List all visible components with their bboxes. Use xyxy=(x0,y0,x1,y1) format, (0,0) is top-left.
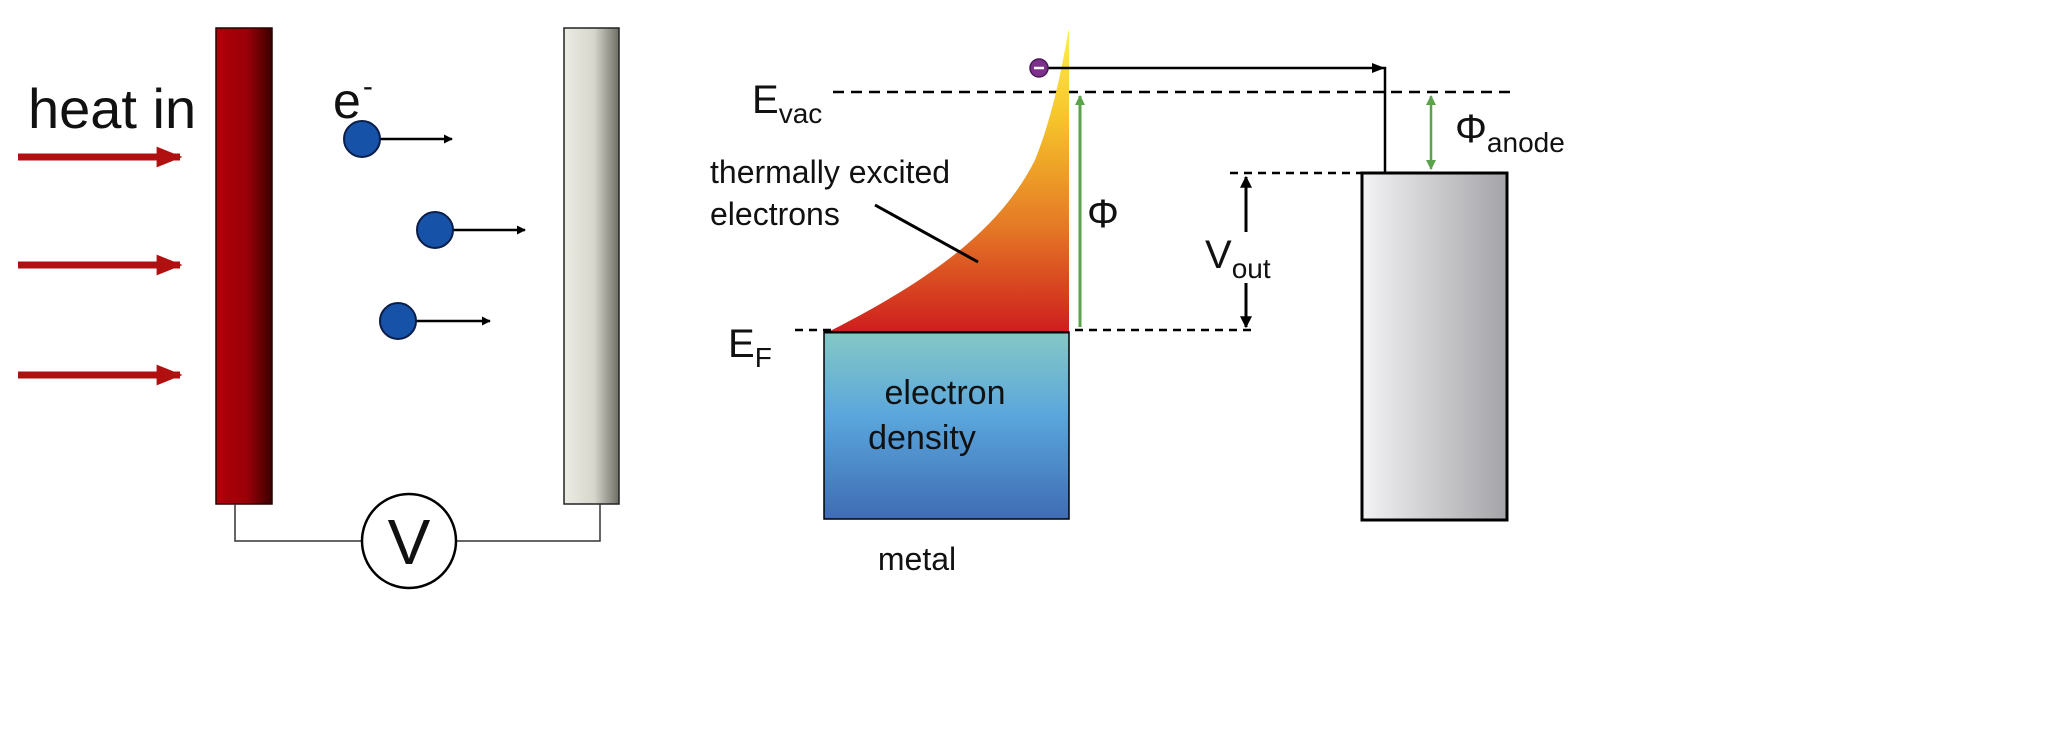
e-vac-label: Evac xyxy=(752,78,822,129)
electron-symbol: e- xyxy=(333,70,373,129)
thermal-label-line1: thermally excited xyxy=(710,154,950,190)
metal-label: metal xyxy=(878,541,956,577)
right-panel: Evac EF thermally excited electrons elec… xyxy=(710,28,1565,577)
electron-2 xyxy=(416,211,526,249)
e-f-label: EF xyxy=(728,322,772,373)
v-out-label: Vout xyxy=(1205,233,1271,284)
cathode-plate xyxy=(215,27,273,505)
emission-arrowhead xyxy=(1372,63,1385,73)
voltmeter xyxy=(360,492,458,590)
anode-block xyxy=(1360,171,1509,522)
phi-label: Φ xyxy=(1087,192,1119,236)
circuit-wire xyxy=(234,504,362,542)
electron-3 xyxy=(379,302,491,340)
thermal-distribution-tail xyxy=(830,28,1069,331)
heat-in-label: heat in xyxy=(28,77,196,140)
electron-density-block xyxy=(823,331,1070,520)
electron-1 xyxy=(343,120,453,158)
circuit-wire-right xyxy=(456,504,601,542)
thermal-leader-line xyxy=(874,203,979,264)
density-label-line2: density xyxy=(868,419,976,457)
emitted-electron-path xyxy=(1048,66,1387,195)
anode-plate xyxy=(563,27,620,505)
left-panel: heat in e- V xyxy=(18,27,620,590)
voltmeter-label: V xyxy=(388,506,431,578)
density-label-line1: electron xyxy=(885,374,1006,412)
phi-anode-label: Φanode xyxy=(1455,107,1565,158)
thermal-label-line2: electrons xyxy=(710,196,840,232)
